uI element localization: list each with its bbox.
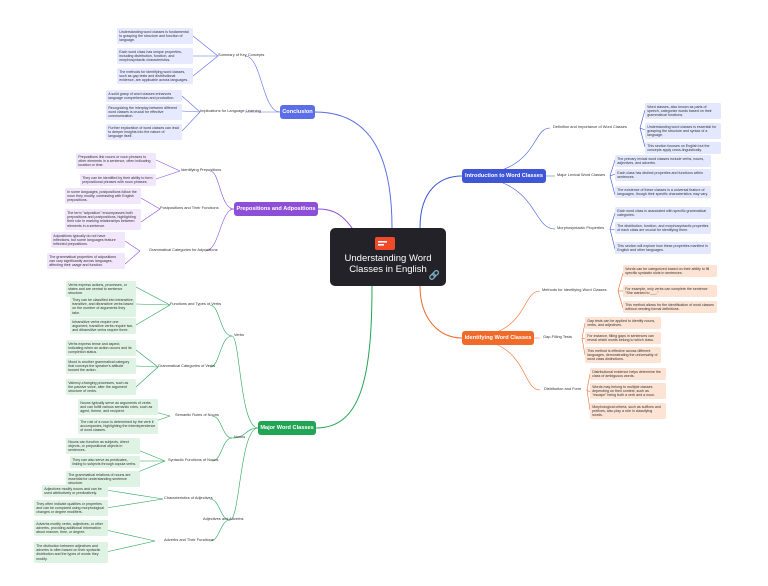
topic-characteristics-adjectives[interactable]: Characteristics of Adjectives (164, 495, 213, 500)
topic-verbs[interactable]: Verbs (234, 332, 244, 337)
topic-adverbs-functions[interactable]: Adverbs and Their Functions (164, 537, 214, 542)
branch-introduction[interactable]: Introduction to Word Classes (462, 169, 546, 183)
central-topic-title: Understanding Word Classes in English (344, 253, 432, 275)
branch-conclusion[interactable]: Conclusion (280, 105, 315, 119)
leaf-adv-functions-2: The distinction between adjectives and a… (34, 542, 108, 563)
leaf-ident-gap-2: For instance, filling gaps in sentences … (585, 332, 661, 344)
topic-functions-types-verbs[interactable]: Functions and Types of Verbs (170, 301, 222, 306)
leaf-conclusion-summary-2: Each word class has unique properties, i… (117, 48, 193, 65)
leaf-ident-dist-3: Morphological criteria, such as suffixes… (590, 403, 666, 420)
leaf-verbs-grammatical-2: Mood is another grammatical category tha… (66, 358, 136, 375)
leaf-intro-morpho-1: Each word class is associated with speci… (615, 207, 711, 219)
book-logo-icon (375, 237, 395, 250)
leaf-conclusion-implications-2: Recognizing the interplay between differ… (106, 104, 182, 121)
topic-definition-importance[interactable]: Definition and Importance of Word Classe… (553, 124, 627, 129)
leaf-nouns-semantic-1: Nouns typically serve as arguments of ve… (78, 399, 158, 416)
leaf-conclusion-summary-3: The methods for identifying word classes… (117, 68, 193, 85)
link-center-identifying (419, 285, 463, 339)
topic-nouns[interactable]: Nouns (234, 434, 246, 439)
leaf-verbs-grammatical-1: Verbs express tense and aspect, indicati… (66, 340, 136, 357)
leaf-nouns-syntactic-3: The grammatical relations of nouns are e… (66, 471, 140, 488)
topic-implications-learning[interactable]: Implications for Language Learning (200, 108, 261, 113)
leaf-intro-definition-1: Word classes, also known as parts of spe… (645, 103, 721, 120)
leaf-intro-lexical-2: Each class has distinct properties and f… (615, 169, 711, 181)
leaf-ident-methods-1: Words can be categorized based on their … (623, 265, 717, 277)
topic-identifying-prepositions[interactable]: Identifying Prepositions (181, 167, 222, 172)
branch-major[interactable]: Major Word Classes (258, 421, 316, 435)
topic-morphosyntactic[interactable]: Morphosyntactic Properties (557, 225, 605, 230)
leaf-adv-functions-1: Adverbs modify verbs, adjectives, or oth… (34, 520, 108, 537)
leaf-nouns-syntactic-1: Nouns can function as subjects, direct o… (66, 438, 140, 455)
leaf-ident-dist-2: Words may belong to multiple classes dep… (590, 383, 666, 400)
leaf-verbs-functions-1: Verbs express actions, processes, or sta… (66, 281, 136, 298)
leaf-verbs-functions-3: Intransitive verbs require one argument,… (70, 318, 136, 335)
link-icon[interactable]: 🔗 (428, 270, 440, 280)
leaf-intro-lexical-1: The primary lexical word classes include… (615, 155, 711, 167)
leaf-ident-methods-3: This method allows for the identificatio… (623, 301, 717, 313)
leaf-ident-gap-3: This method is effective across differen… (585, 347, 661, 364)
link-center-major (315, 285, 373, 429)
link-center-introduction (419, 175, 463, 229)
branch-identifying[interactable]: Identifying Word Classes (462, 331, 534, 345)
topic-grammatical-adpositions[interactable]: Grammatical Categories for Adpositions (149, 247, 218, 252)
leaf-prep-grammatical-1: Adpositions typically do not have inflec… (51, 232, 125, 249)
leaf-verbs-functions-2: They can be classified into intransitive… (70, 296, 136, 317)
topic-methods-identifying[interactable]: Methods for Identifying Word Classes (542, 287, 607, 292)
central-topic[interactable]: Understanding Word Classes in English 🔗 (330, 228, 446, 286)
branch-prepositions[interactable]: Prepositions and Adpositions (234, 202, 318, 216)
leaf-ident-methods-2: For example, only verbs can complete the… (623, 285, 717, 297)
leaf-adj-characteristics-1: Adjectives modify nouns and can be used … (42, 485, 108, 497)
topic-postpositions[interactable]: Postpositions and Their Functions (160, 205, 219, 210)
leaf-intro-definition-3: This section focuses on English but the … (645, 142, 721, 154)
leaf-prep-identifying-1: Prepositions link nouns or noun phrases … (76, 153, 156, 170)
topic-grammatical-verbs[interactable]: Grammatical Categories of Verbs (158, 363, 216, 368)
leaf-intro-morpho-3: This section will explore how these prop… (615, 242, 711, 254)
leaf-ident-dist-1: Distributional evidence helps determine … (590, 368, 666, 380)
leaf-nouns-semantic-2: The role of a noun is determined by the … (78, 418, 158, 435)
topic-gap-filling[interactable]: Gap-Filling Tests (543, 334, 572, 339)
leaf-ident-gap-1: Gap tests can be applied to identify nou… (585, 317, 661, 329)
topic-adjectives-adverbs[interactable]: Adjectives and Adverbs (203, 516, 244, 521)
leaf-intro-definition-2: Understanding word classes is essential … (645, 123, 721, 140)
leaf-prep-identifying-2: They can be identified by their ability … (80, 174, 156, 186)
topic-semantic-nouns[interactable]: Semantic Roles of Nouns (175, 412, 219, 417)
leaf-prep-grammatical-2: The grammatical properties of adposition… (47, 253, 125, 270)
topic-syntactic-nouns[interactable]: Syntactic Functions of Nouns (168, 457, 219, 462)
leaf-intro-morpho-2: The distribution, function, and morphosy… (615, 222, 711, 234)
topic-distribution-form[interactable]: Distribution and Form (544, 386, 582, 391)
link-center-conclusion (314, 111, 393, 229)
leaf-conclusion-implications-3: Further exploration of word classes can … (106, 124, 182, 141)
leaf-adj-characteristics-2: They often indicate qualities or propert… (34, 500, 108, 517)
leaf-prep-functions-2: The term "adposition" encompasses both p… (65, 209, 141, 230)
leaf-nouns-syntactic-2: They can also serve as predicates, linki… (70, 456, 140, 468)
leaf-intro-lexical-3: The existence of these classes is a univ… (615, 186, 711, 198)
leaf-prep-functions-1: In some languages, postpositions follow … (65, 188, 141, 205)
topic-major-lexical[interactable]: Major Lexical Word Classes (557, 172, 606, 177)
topic-summary-key-concepts[interactable]: Summary of Key Concepts (218, 52, 265, 57)
leaf-conclusion-implications-1: A solid grasp of word classes enhances l… (106, 90, 182, 102)
leaf-verbs-grammatical-3: Valency-changing processes, such as the … (66, 379, 136, 396)
leaf-conclusion-summary-1: Understanding word classes is fundamenta… (117, 28, 193, 45)
